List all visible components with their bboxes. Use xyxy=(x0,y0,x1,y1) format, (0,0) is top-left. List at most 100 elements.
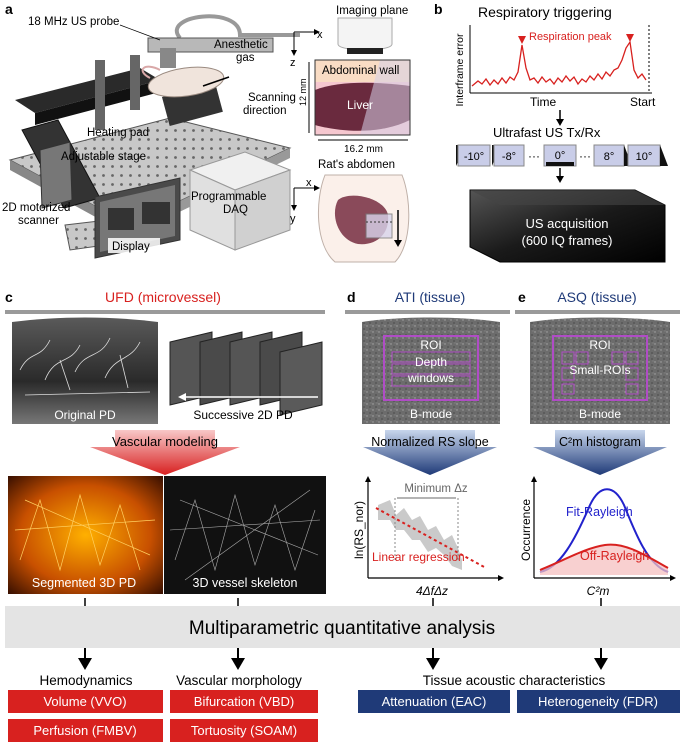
asq-xaxis-head xyxy=(670,575,676,581)
min-dz-label: Minimum Δz xyxy=(404,483,468,495)
fit-rayleigh-curve xyxy=(539,488,669,573)
skeleton-texture xyxy=(169,489,321,581)
angle-4: 8° xyxy=(604,151,615,163)
tissue-box-border xyxy=(314,59,411,136)
panel-e-label: e xyxy=(518,289,526,305)
display-label-bg xyxy=(108,238,160,253)
scan-arrow xyxy=(202,76,230,87)
axis-z-label: z xyxy=(290,57,296,69)
fit-label: Fit-Rayleigh xyxy=(566,505,633,519)
b-arrow-1-head xyxy=(556,119,564,126)
angle-box-2 xyxy=(493,144,525,167)
modeling-arrow xyxy=(90,430,240,475)
tissue-tint xyxy=(360,60,410,135)
gas-label-1: Anesthetic xyxy=(214,39,268,51)
ati-bmode-label: B-mode xyxy=(410,407,452,421)
angle-row: -10° -8° ··· 0° ··· 8° 10° xyxy=(456,144,668,167)
asq-ylabel: Occurrence xyxy=(519,499,533,561)
stage-bar-2 xyxy=(130,55,140,110)
analysis-arrows xyxy=(78,648,608,670)
angle-box-1 xyxy=(457,144,491,167)
skeleton-3d-image xyxy=(164,476,326,594)
display-label: Display xyxy=(112,241,150,253)
acq-label-2: (600 IQ frames) xyxy=(521,233,612,248)
bifurcation-box xyxy=(170,690,318,713)
ati-ylabel: ln(RS_nor) xyxy=(352,501,366,559)
angle-2: -8° xyxy=(502,151,516,163)
axis-x-label: x xyxy=(317,29,323,41)
scanner-label-2: scanner xyxy=(18,215,59,227)
angle-dots-1: ··· xyxy=(528,149,540,163)
slope-label: Normalized RS slope xyxy=(371,435,488,449)
connector-ticks xyxy=(84,598,602,606)
hemodynamics-label: Hemodynamics xyxy=(39,673,132,688)
c-divider xyxy=(5,310,325,314)
probe-clamp xyxy=(160,48,176,68)
ati-arrow xyxy=(363,430,497,475)
start-label: Start xyxy=(630,95,656,109)
asq-bmode-image xyxy=(530,317,670,424)
scanning-label-1: Scanning xyxy=(248,92,296,104)
ati-roi-box xyxy=(383,335,479,401)
axis-y-label: y xyxy=(290,213,296,225)
axis-y-head xyxy=(291,205,297,211)
asq-xlabel: C²m xyxy=(587,584,610,598)
original-pd-label: Original PD xyxy=(54,408,116,422)
axis-x2-label: x xyxy=(306,177,312,189)
ati-xlabel: 4ΔfΔz xyxy=(416,584,448,598)
histogram-label: C²m histogram xyxy=(559,435,641,449)
volume-label: Volume (VVO) xyxy=(43,694,126,709)
asq-bmode-label: B-mode xyxy=(579,407,621,421)
peak-marker-2 xyxy=(626,34,634,42)
small-rois-label: Small-ROIs xyxy=(569,363,630,377)
off-rayleigh-fill xyxy=(540,544,668,575)
stage-bar xyxy=(95,60,105,130)
off-label: Off-Rayleigh xyxy=(580,549,649,563)
peak-marker-1 xyxy=(518,36,526,44)
panel-a-label: a xyxy=(5,1,13,17)
bifurcation-label: Bifurcation (VBD) xyxy=(194,694,294,709)
d-divider xyxy=(345,310,510,314)
error-trace xyxy=(471,40,647,87)
segmented-3d-image xyxy=(8,476,163,594)
off-rayleigh-curve xyxy=(539,543,669,571)
segmented-texture xyxy=(14,493,156,572)
display-image-2 xyxy=(142,202,170,224)
asq-arrow xyxy=(533,430,667,475)
stage-label: Adjustable stage xyxy=(61,151,146,163)
ati-yaxis-head xyxy=(365,476,371,482)
regression-label: Linear regression xyxy=(372,550,465,564)
imaging-plane-label: Imaging plane xyxy=(336,5,408,17)
heterogeneity-box xyxy=(517,690,680,713)
original-pd-vessels xyxy=(19,337,151,396)
e-divider xyxy=(515,310,680,314)
probe-arm xyxy=(147,37,274,53)
successive-frames xyxy=(169,331,323,416)
successive-label: Successive 2D PD xyxy=(193,408,293,422)
angle-5: 10° xyxy=(636,151,653,163)
asq-yaxis-head xyxy=(531,476,537,482)
perfusion-box xyxy=(8,719,163,742)
acq-label-1: US acquisition xyxy=(525,216,608,231)
angle-wedge-3 xyxy=(546,162,574,166)
heating-pad-label: Heating pad xyxy=(87,127,149,139)
rat-abdomen-label: Rat's abdomen xyxy=(318,159,395,171)
txrx-label: Ultrafast US Tx/Rx xyxy=(493,125,601,140)
asq-roi-label: ROI xyxy=(589,338,610,352)
ati-title: ATI (tissue) xyxy=(395,289,466,305)
asq-title: ASQ (tissue) xyxy=(557,289,636,305)
scan-window xyxy=(365,213,393,239)
rat-body xyxy=(147,66,225,98)
peak-label: Respiration peak xyxy=(529,31,612,43)
asq-roi-box xyxy=(552,335,648,401)
daq-label-2: DAQ xyxy=(223,204,248,216)
display-screen xyxy=(100,185,175,252)
depth-window-lines xyxy=(391,351,471,387)
angle-dots-2: ··· xyxy=(579,149,591,163)
perfusion-label: Perfusion (FMBV) xyxy=(33,723,136,738)
tortuosity-label: Tortuosity (SOAM) xyxy=(191,723,297,738)
analysis-title: Multiparametric quantitative analysis xyxy=(189,618,495,639)
angle-1: -10° xyxy=(464,151,484,163)
